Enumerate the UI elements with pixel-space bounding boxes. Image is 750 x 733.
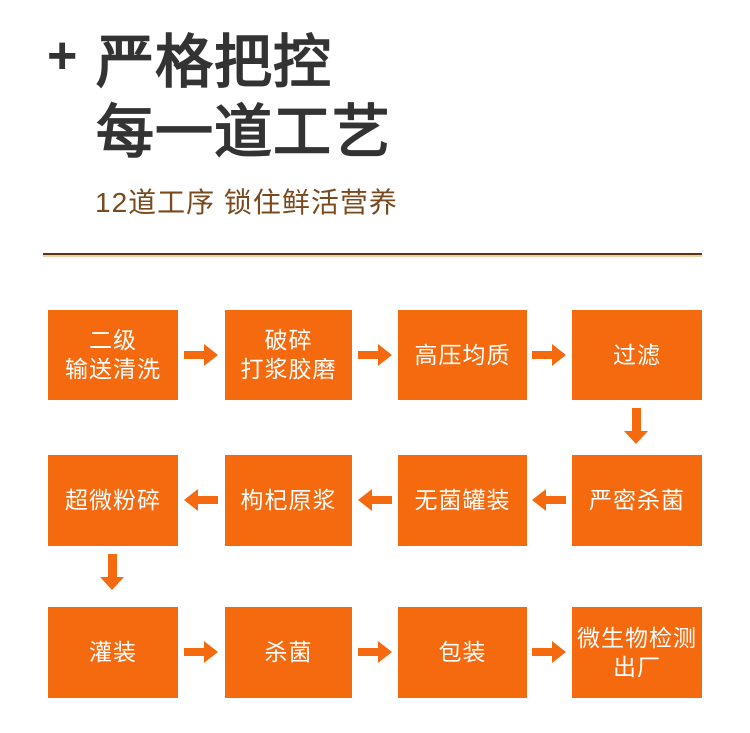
arrow-head — [358, 489, 372, 511]
arrow-shaft — [197, 496, 218, 504]
arrow-right-icon — [358, 641, 392, 663]
flow-step-aseptic-canning: 无菌罐装 — [398, 455, 527, 546]
page-title-line-2: 每一道工艺 — [96, 100, 392, 165]
flow-step-filtering: 过滤 — [572, 310, 702, 400]
flow-step-microbial-testing: 微生物检测 出厂 — [572, 607, 702, 698]
arrow-head — [552, 344, 566, 366]
arrow-down-icon — [100, 554, 125, 590]
flow-step-crushing-pulping: 破碎 打浆胶磨 — [225, 310, 352, 400]
arrow-head — [378, 641, 392, 663]
arrow-head — [378, 344, 392, 366]
page-title-line-1: 严格把控 — [96, 30, 333, 95]
subtitle: 12道工序 锁住鲜活营养 — [95, 187, 398, 218]
page-title: 严格把控 每一道工艺 — [96, 28, 391, 168]
arrow-head — [552, 641, 566, 663]
arrow-head — [184, 489, 198, 511]
arrow-left-icon — [184, 489, 218, 511]
flow-step-filling: 灌装 — [48, 607, 178, 698]
arrow-shaft — [532, 351, 553, 359]
plus-icon: + — [47, 27, 78, 85]
arrow-head — [204, 344, 218, 366]
arrow-shaft — [358, 648, 379, 656]
flow-step-conveying-washing: 二级 输送清洗 — [48, 310, 178, 400]
arrow-head — [204, 641, 218, 663]
arrow-left-icon — [532, 489, 566, 511]
arrow-shaft — [371, 496, 392, 504]
arrow-right-icon — [532, 344, 566, 366]
arrow-shaft — [632, 408, 641, 431]
arrow-right-icon — [184, 641, 218, 663]
arrow-shaft — [545, 496, 566, 504]
arrow-left-icon — [358, 489, 392, 511]
arrow-shaft — [358, 351, 379, 359]
flow-step-micro-grinding: 超微粉碎 — [48, 455, 178, 546]
arrow-down-icon — [624, 408, 649, 444]
flow-step-goji-puree: 枸杞原浆 — [225, 455, 352, 546]
flow-step-strict-sterilization: 严密杀菌 — [572, 455, 702, 546]
arrow-right-icon — [358, 344, 392, 366]
arrow-shaft — [184, 351, 205, 359]
arrow-right-icon — [532, 641, 566, 663]
arrow-head — [532, 489, 546, 511]
arrow-head — [624, 431, 648, 444]
arrow-head — [100, 577, 124, 590]
flow-step-sterilization: 杀菌 — [225, 607, 352, 698]
arrow-shaft — [532, 648, 553, 656]
arrow-right-icon — [184, 344, 218, 366]
divider-line — [43, 253, 702, 257]
flow-step-packaging: 包装 — [398, 607, 527, 698]
flow-step-homogenization: 高压均质 — [398, 310, 527, 400]
arrow-shaft — [184, 648, 205, 656]
arrow-shaft — [108, 554, 117, 577]
